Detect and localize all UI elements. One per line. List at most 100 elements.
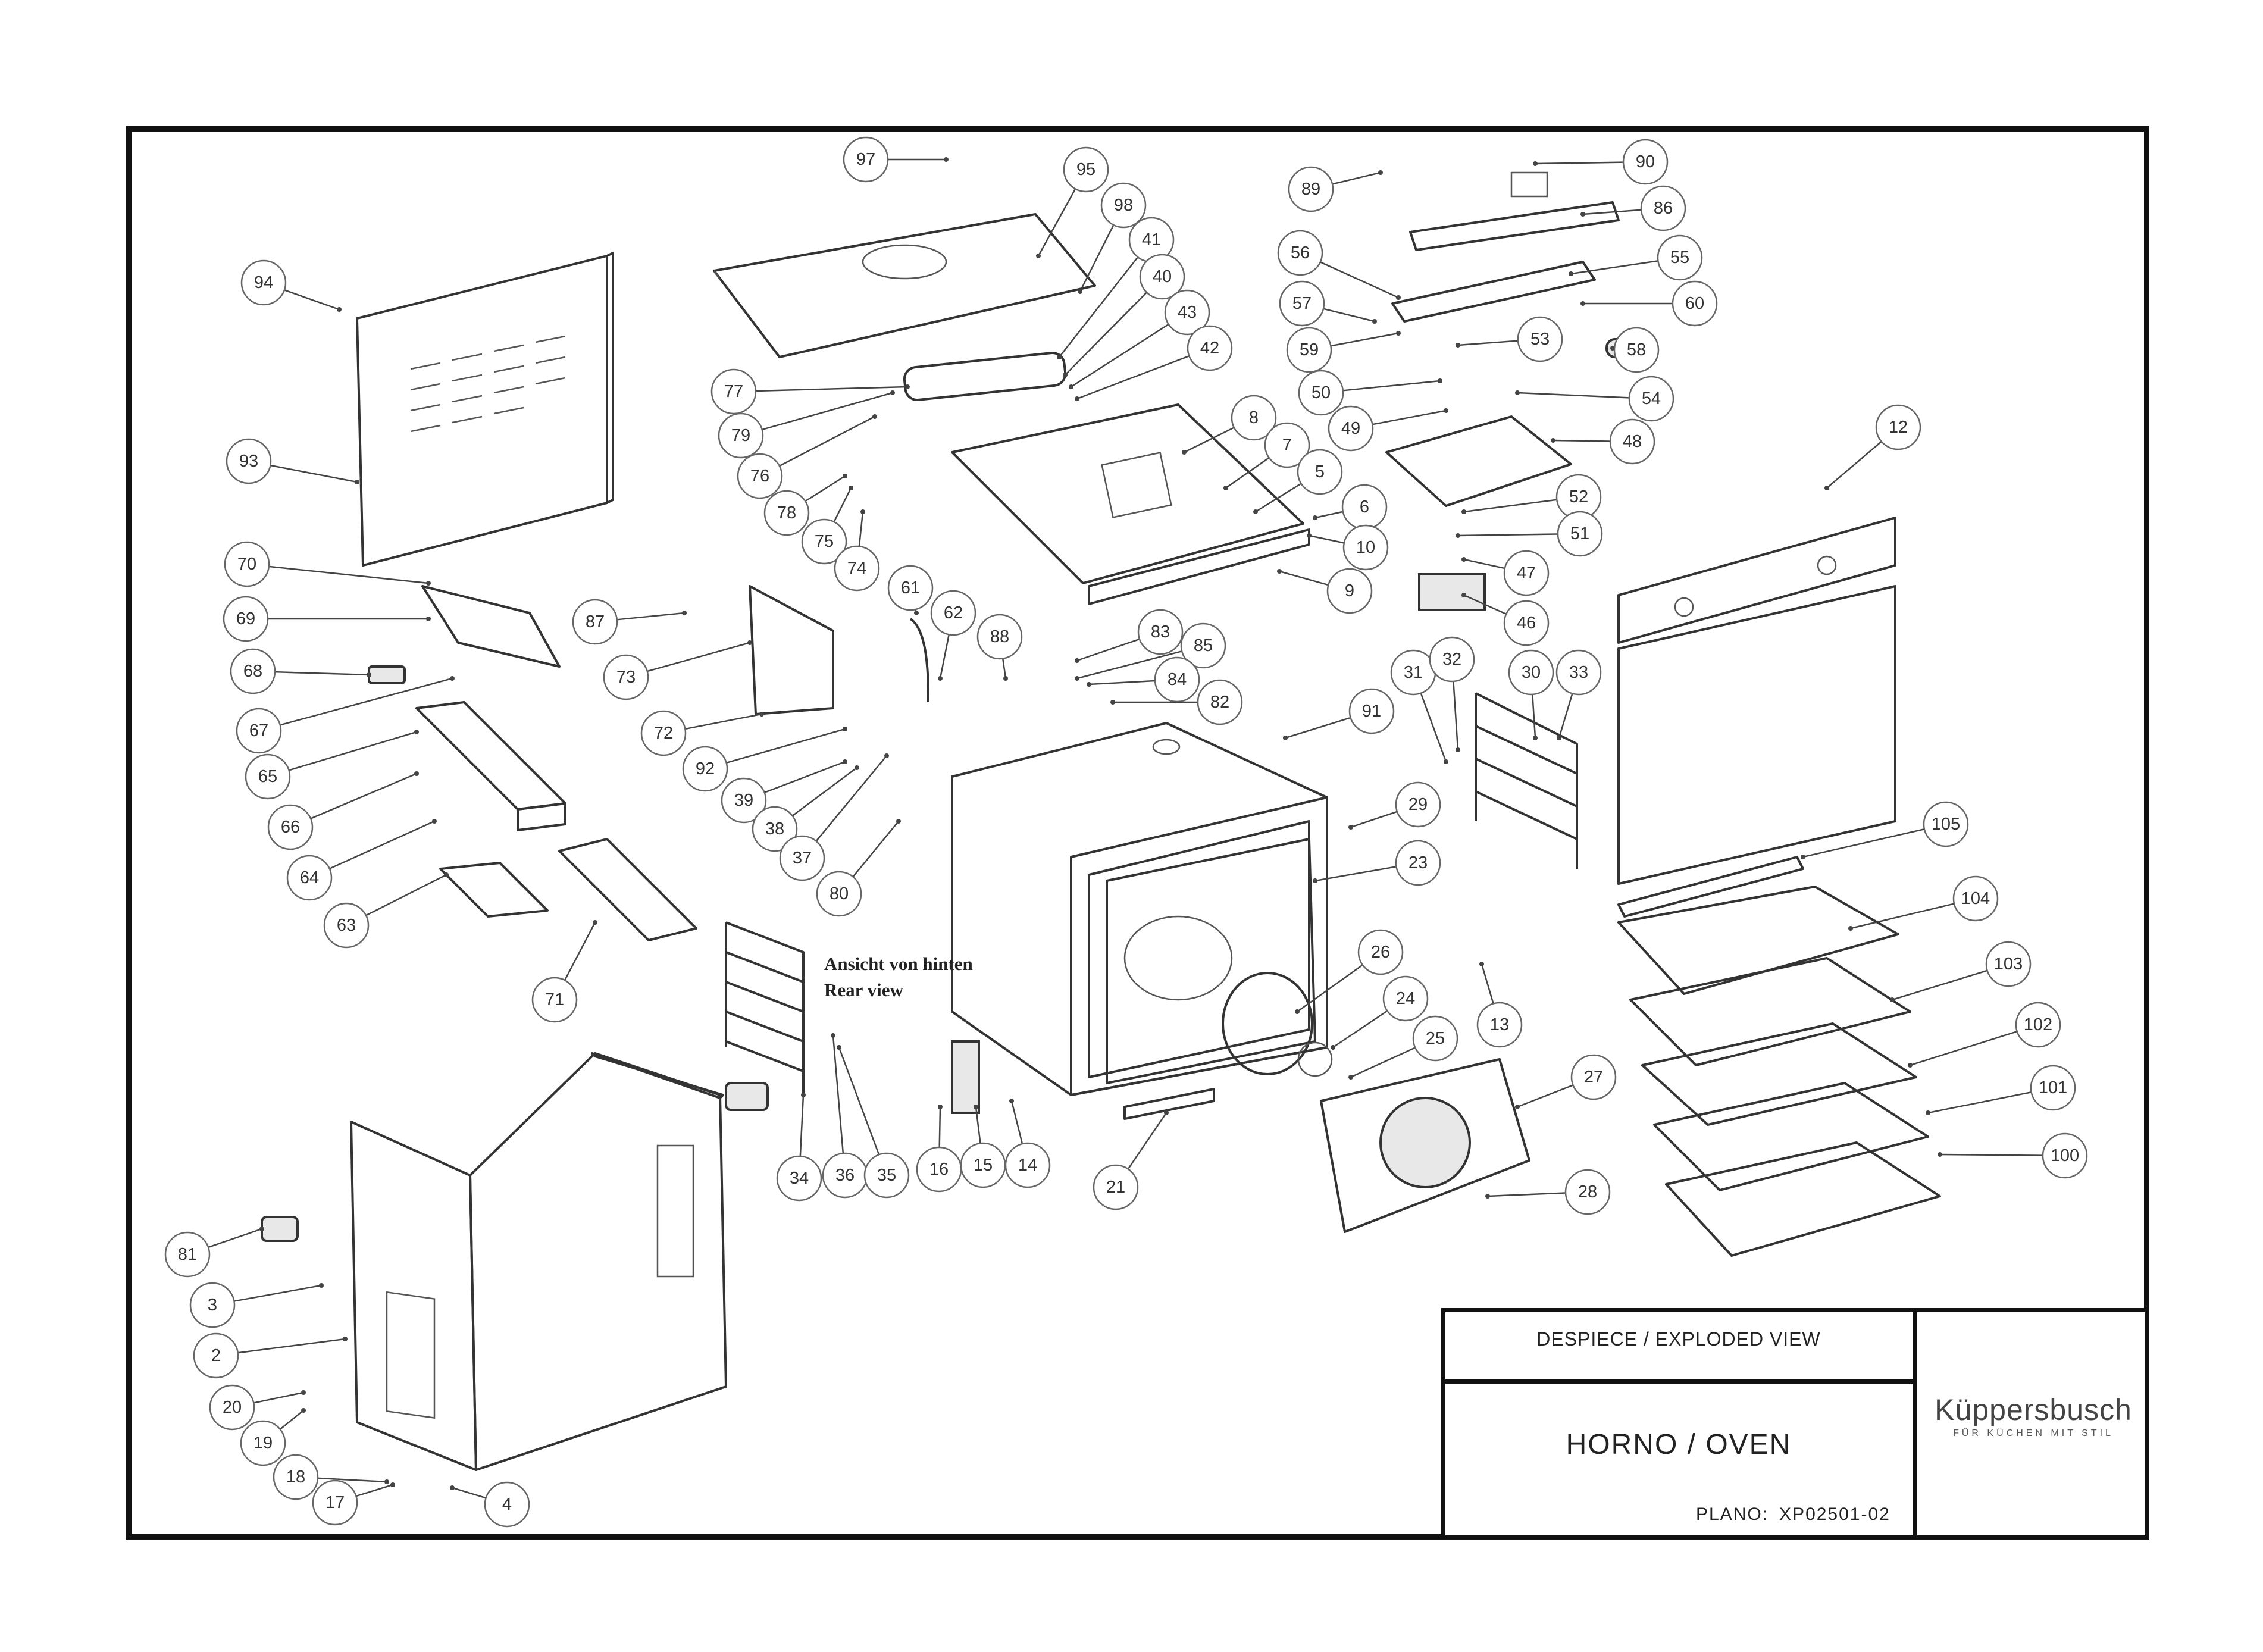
- callout-number: 34: [790, 1169, 809, 1188]
- callout-number: 18: [286, 1468, 305, 1487]
- plano-value: XP02501-02: [1779, 1504, 1890, 1524]
- callout-number: 84: [1168, 670, 1187, 689]
- callout-20: 20: [209, 1384, 306, 1431]
- callout-number: 47: [1517, 564, 1536, 583]
- callout-number: 76: [750, 467, 769, 486]
- callout-bubble: [1231, 395, 1277, 441]
- callout-bubble: [603, 654, 649, 700]
- callout-number: 28: [1578, 1182, 1597, 1202]
- leader-line: [1453, 681, 1459, 750]
- callout-79: 79: [718, 390, 895, 459]
- callout-bubble: [226, 438, 272, 484]
- callout-number: 67: [249, 721, 268, 740]
- callout-number: 58: [1627, 340, 1646, 359]
- callout-3: 3: [189, 1282, 324, 1328]
- callout-bubble: [682, 746, 728, 792]
- callout-bubble: [1429, 636, 1475, 683]
- callout-bubble: [718, 412, 764, 459]
- leader-tip: [849, 486, 853, 490]
- callout-bubble: [1264, 422, 1310, 468]
- title-block-plano: PLANO:XP02501-02: [1696, 1504, 1890, 1525]
- part-tray-71: [558, 838, 697, 941]
- callout-number: 62: [944, 603, 963, 622]
- callout-68: 68: [230, 648, 371, 694]
- leader-tip: [1396, 295, 1401, 300]
- callout-bubble: [1508, 649, 1554, 696]
- brand-tagline: FÜR KÜCHEN MIT STIL: [1953, 1428, 2114, 1438]
- callout-59: 59: [1286, 327, 1401, 373]
- callout-number: 71: [545, 990, 564, 1009]
- leader-tip: [801, 1093, 806, 1097]
- leader-line: [1553, 439, 1611, 442]
- callout-number: 31: [1404, 663, 1423, 682]
- callout-number: 83: [1151, 622, 1170, 642]
- callout-39: 39: [721, 759, 847, 824]
- callout-47: 47: [1461, 550, 1550, 596]
- part-fan-cover: [1320, 1058, 1530, 1233]
- leader-line: [815, 755, 887, 842]
- callout-number: 103: [1994, 955, 2023, 974]
- callout-bubble: [1628, 376, 1674, 422]
- leader-line: [852, 821, 899, 878]
- leader-tip: [884, 753, 889, 758]
- leader-line: [1420, 693, 1447, 762]
- callout-bubble: [776, 1155, 822, 1202]
- callout-bubble: [1875, 404, 1921, 450]
- callout-number: 102: [2024, 1015, 2052, 1034]
- leader-line: [1184, 427, 1235, 453]
- callout-number: 23: [1408, 853, 1428, 872]
- callout-26: 26: [1295, 929, 1404, 1014]
- leader-line: [1342, 380, 1441, 392]
- leader-line: [1939, 1153, 2043, 1156]
- part-deep-tray: [1653, 1082, 1929, 1191]
- callout-bubble: [1555, 649, 1602, 696]
- callout-bubble: [189, 1282, 236, 1328]
- callout-number: 35: [877, 1166, 896, 1185]
- leader-line: [762, 392, 893, 431]
- callout-71: 71: [531, 920, 597, 1023]
- leader-line: [1850, 903, 1955, 930]
- leader-line: [289, 731, 417, 771]
- callout-75: 75: [801, 486, 853, 565]
- callout-bubble: [763, 490, 810, 536]
- callout-number: 74: [847, 559, 866, 578]
- leader-line: [1463, 499, 1557, 513]
- callout-number: 69: [236, 609, 255, 628]
- title-block-divider-horizontal: [1441, 1379, 1917, 1384]
- callout-bubble: [1395, 781, 1441, 828]
- callout-40: 40: [1063, 254, 1185, 377]
- leader-tip: [1378, 170, 1383, 175]
- leader-line: [805, 475, 846, 502]
- leader-tip: [1078, 289, 1082, 294]
- callout-90: 90: [1533, 139, 1669, 185]
- callout-number: 55: [1670, 248, 1689, 267]
- leader-tip: [1331, 1045, 1335, 1050]
- leader-line: [268, 565, 429, 584]
- callout-64: 64: [286, 819, 437, 901]
- callout-bubble: [531, 977, 578, 1023]
- leader-tip: [1485, 1194, 1490, 1199]
- leader-tip: [1075, 396, 1079, 401]
- leader-tip: [1533, 161, 1538, 166]
- callout-7: 7: [1223, 422, 1310, 490]
- callout-94: 94: [240, 259, 342, 312]
- callout-6: 6: [1313, 484, 1388, 530]
- callout-number: 16: [929, 1160, 949, 1179]
- leader-line: [833, 487, 852, 522]
- callout-4: 4: [450, 1481, 530, 1528]
- leader-line: [755, 386, 908, 392]
- callout-13: 13: [1476, 962, 1523, 1048]
- callout-38: 38: [752, 765, 859, 852]
- callout-number: 21: [1106, 1178, 1125, 1197]
- callout-101: 101: [1926, 1065, 2076, 1115]
- callout-bubble: [779, 835, 825, 881]
- callout-32: 32: [1429, 636, 1475, 752]
- leader-line: [685, 713, 762, 730]
- part-oven-top-panel: [951, 403, 1304, 584]
- leader-tip: [414, 771, 419, 776]
- leader-line: [1010, 1100, 1023, 1144]
- callout-number: 87: [586, 612, 605, 631]
- callout-bubble: [1197, 679, 1243, 725]
- callout-33: 33: [1555, 649, 1602, 740]
